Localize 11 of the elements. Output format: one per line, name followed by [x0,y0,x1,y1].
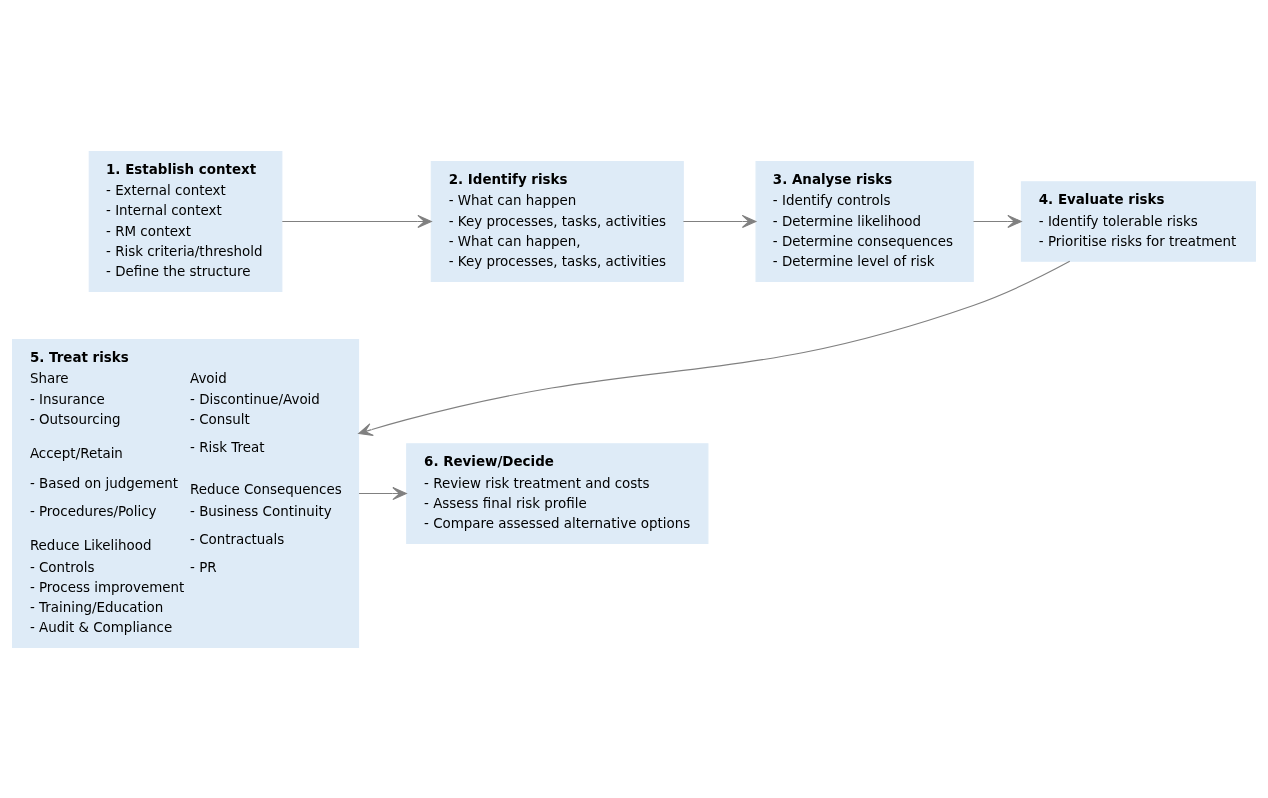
arrow [281,214,432,228]
node-box: 1. Establish context - External context - Internal context - RM context - Risk criteria/threshold - Define the structure [88,150,283,292]
node-box: 6. Review/Decide - Review risk treatment and costs - Assess final risk profile - Compare assessed alternative options [406,442,709,544]
node-box: 5. Treat risks Share Avoid - Insurance - Discontinue/Avoid - Outsourcing - Consult Accept/Retain - Risk Treat - Based on judgement Reduce Consequences - Procedures/Policy - Business Continuity Reduce Likelihood - Contractuals - Controls - PR - Process improvement - Training/Education - Audit & Compliance [12,338,360,648]
node-box: 3. Analyse risks - Identify controls - Determine likelihood - Determine consequences - Determine level of risk [755,160,974,282]
arrow [972,214,1022,228]
arrow [358,486,407,500]
node-box: 2. Identify risks - What can happen - Key processes, tasks, activities - What can happen, - Key processes, tasks, activities [430,160,684,282]
node-box: 4. Evaluate risks - Identify tolerable risks - Prioritise risks for treatment [1020,180,1256,262]
arrow [682,214,757,228]
arrow [358,260,1071,436]
